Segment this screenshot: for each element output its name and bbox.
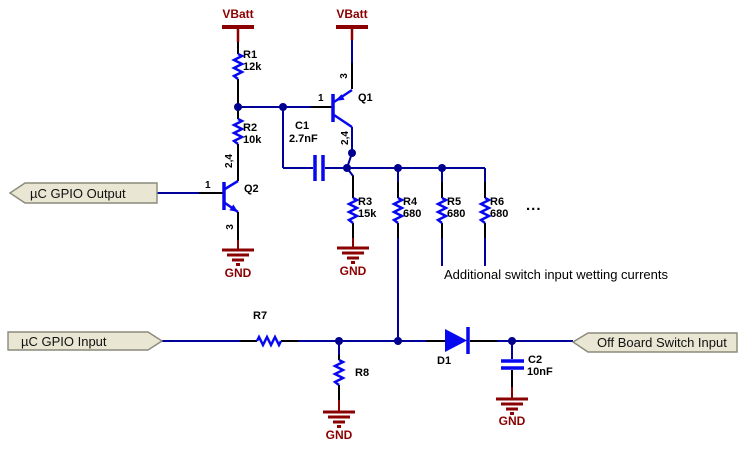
tag-off-board [571, 332, 738, 353]
resistor-r4 [391, 196, 405, 224]
tag-gpio-input [7, 331, 164, 351]
gnd-symbol-q2 [222, 248, 254, 266]
more-branches-ellipsis: ... [526, 197, 542, 214]
resistor-r2 [231, 117, 245, 145]
r6-value: 680 [490, 208, 509, 220]
q1-ref: Q1 [358, 92, 373, 104]
r5-ref: R5 [447, 196, 462, 208]
q1-base-pin: 1 [318, 93, 324, 104]
capacitor-c2 [501, 359, 524, 370]
vbatt-label-2: VBatt [336, 7, 368, 21]
transistor-q2 [222, 179, 239, 214]
resistor-r3 [346, 196, 360, 224]
gnd-label-q2: GND [224, 266, 252, 280]
q1-collector-pin: 2,4 [340, 131, 351, 145]
wetting-currents-note: Additional switch input wetting currents [444, 267, 669, 282]
resistor-r6 [478, 196, 492, 224]
resistor-symbols [231, 52, 492, 386]
r6-ref: R6 [490, 196, 505, 208]
q2-collector-pin: 2,4 [224, 154, 235, 168]
resistor-r7 [255, 334, 283, 348]
capacitor-c1 [313, 155, 325, 181]
r4-value: 680 [403, 208, 422, 220]
d1-ref: D1 [437, 355, 452, 367]
r8-ref: R8 [355, 367, 370, 379]
junction-dots [234, 103, 516, 345]
r1-value: 12k [243, 61, 262, 73]
r4-ref: R4 [403, 196, 418, 208]
off-board-tag-label: Off Board Switch Input [597, 335, 727, 350]
gnd-label-c2: GND [498, 414, 526, 428]
r2-value: 10k [243, 134, 262, 146]
pin-leads [199, 42, 513, 400]
q2-base-pin: 1 [205, 180, 211, 191]
gnd-label-r3: GND [339, 264, 367, 278]
diode-d1 [445, 327, 470, 354]
q2-emitter-pin: 3 [225, 224, 236, 230]
vbatt-symbol-1 [222, 25, 254, 42]
r2-ref: R2 [243, 122, 258, 134]
gnd-label-r8: GND [325, 428, 353, 442]
c1-ref: C1 [295, 120, 310, 132]
c2-ref: C2 [528, 354, 543, 366]
net-tag-shapes [7, 182, 738, 353]
q1-emitter-pin: 3 [339, 73, 350, 79]
tag-gpio-output [8, 182, 158, 204]
gnd-symbol-r8 [323, 410, 355, 428]
c1-value: 2.7nF [289, 133, 318, 145]
r3-value: 15k [358, 208, 377, 220]
r3-ref: R3 [358, 196, 373, 208]
r7-ref: R7 [253, 310, 268, 322]
resistor-r5 [435, 196, 449, 224]
gpio-input-tag-label: µC GPIO Input [21, 334, 107, 349]
vbatt-label-1: VBatt [222, 7, 254, 21]
gnd-symbol-c2 [496, 397, 528, 415]
c2-value: 10nF [527, 366, 553, 378]
gpio-output-tag-label: µC GPIO Output [30, 186, 126, 201]
r5-value: 680 [447, 208, 466, 220]
vbatt-symbol-2 [336, 25, 368, 40]
resistor-r1 [231, 52, 245, 80]
gnd-symbol-r3 [337, 246, 369, 264]
transistor-q1 [331, 88, 353, 129]
r1-ref: R1 [243, 49, 258, 61]
resistor-r8 [332, 358, 346, 386]
ground-stubs [237, 238, 513, 411]
q2-ref: Q2 [244, 183, 259, 195]
